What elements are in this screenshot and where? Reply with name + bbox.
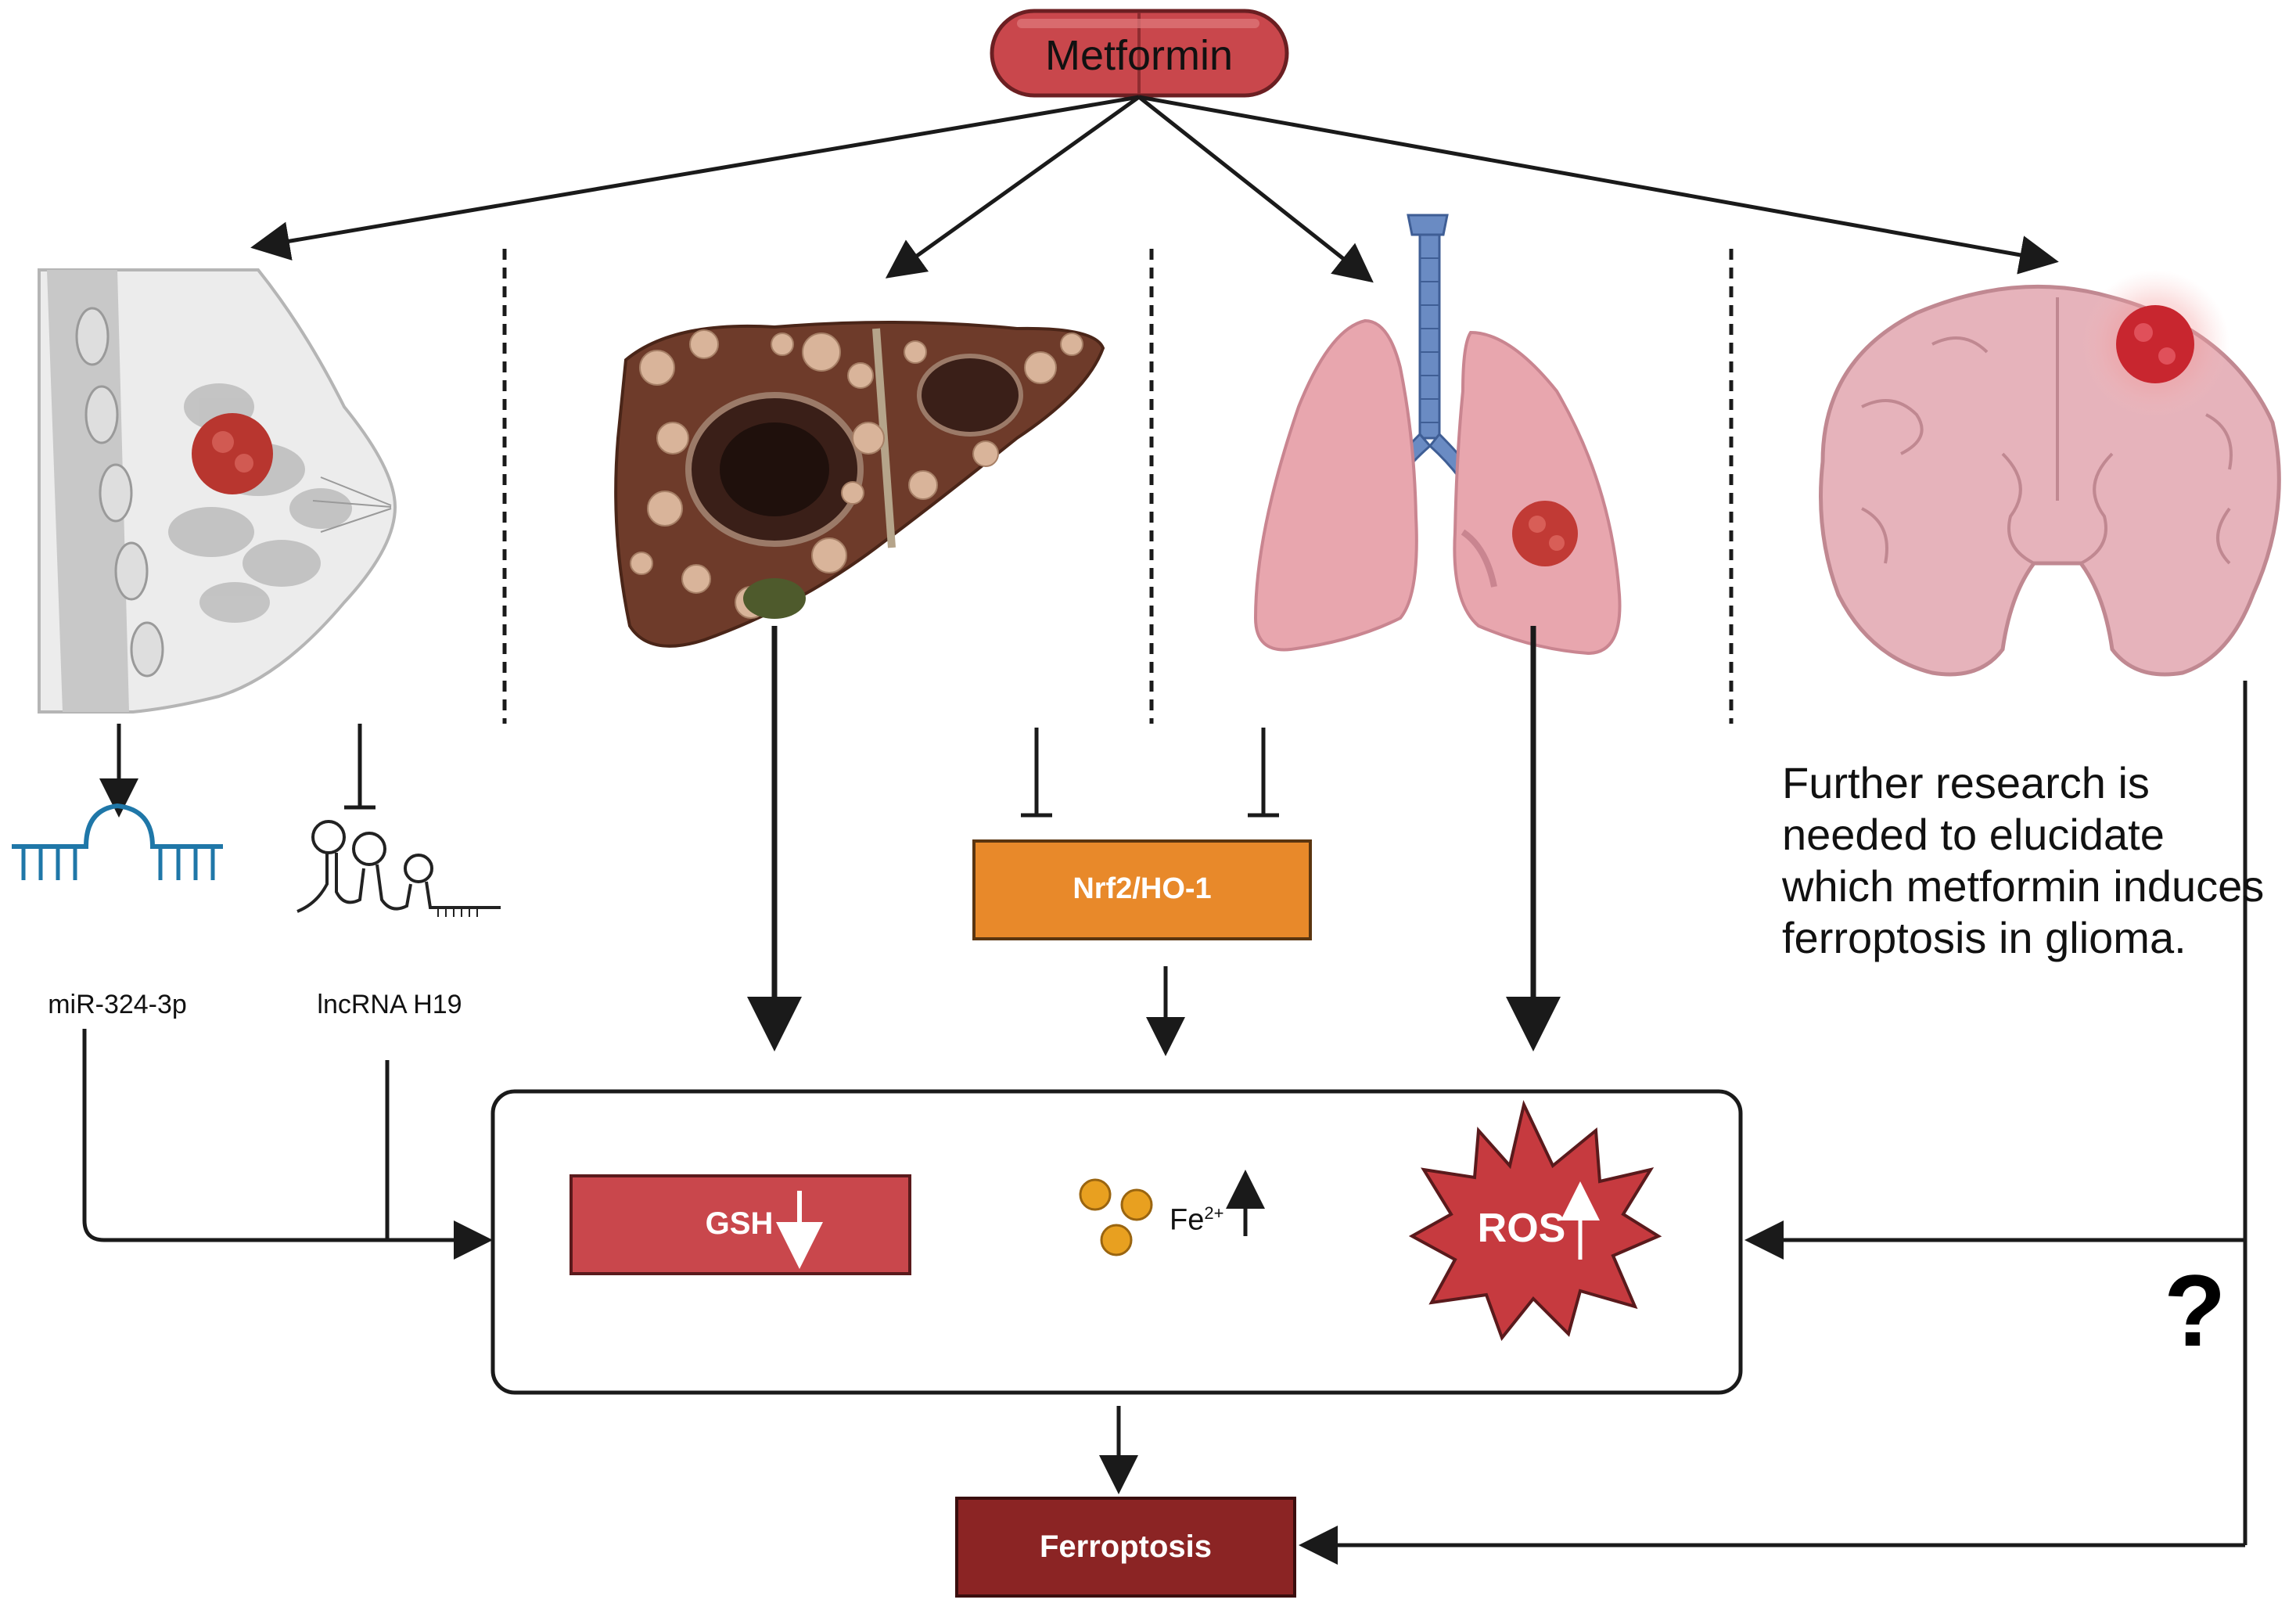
brain-tumor (2116, 305, 2194, 383)
arrow-to-brain (1138, 95, 2059, 275)
panel-separators (502, 249, 1734, 724)
arrow-to-liver (885, 95, 1141, 279)
lung-tumor (1512, 501, 1578, 566)
nrf2-ho1-label: Nrf2/HO-1 (1073, 872, 1212, 905)
metformin-label: Metformin (1044, 32, 1234, 79)
breast-tumor (192, 413, 273, 494)
metformin-arrows (250, 95, 2059, 283)
glioma-note: Further research is needed to elucidate … (1782, 758, 2265, 962)
liver-illustration (614, 320, 1105, 648)
brain-illustration (1819, 270, 2281, 677)
brain-path (1299, 681, 2247, 1565)
arrow-to-breast (250, 95, 1140, 261)
iron-particles (1079, 1178, 1153, 1256)
iron-label: Fe2+ (1170, 1203, 1223, 1238)
ros-star (1408, 1099, 1662, 1342)
nrf2-inhibitions (1021, 728, 1279, 1056)
mirna-icon (12, 803, 223, 880)
gsh-label: GSH (705, 1206, 774, 1241)
breast-regulator-connectors (99, 724, 375, 818)
gsh-box (570, 1174, 911, 1275)
thick-arrows (747, 626, 1561, 1051)
iron-charge: 2+ (1204, 1203, 1224, 1223)
nrf2-ho1-box (972, 839, 1312, 940)
mirna-label: miR-324-3p (48, 990, 187, 1019)
regulator-to-box-connectors (82, 1029, 493, 1260)
arrow-to-lung (1137, 95, 1374, 283)
lncrna-label: lncRNA H19 (317, 990, 462, 1019)
unknown-mechanism-marker: ? (2164, 1253, 2226, 1368)
ferroptosis-label: Ferroptosis (1039, 1530, 1213, 1564)
metformin-pill (990, 9, 1289, 98)
lung-illustration (1253, 214, 1622, 656)
iron-symbol: Fe (1170, 1203, 1205, 1237)
breast-illustration (38, 268, 397, 714)
ros-label: ROS (1477, 1206, 1566, 1251)
lncrna-icon (296, 820, 501, 917)
ferroptosis-box (955, 1497, 1296, 1598)
